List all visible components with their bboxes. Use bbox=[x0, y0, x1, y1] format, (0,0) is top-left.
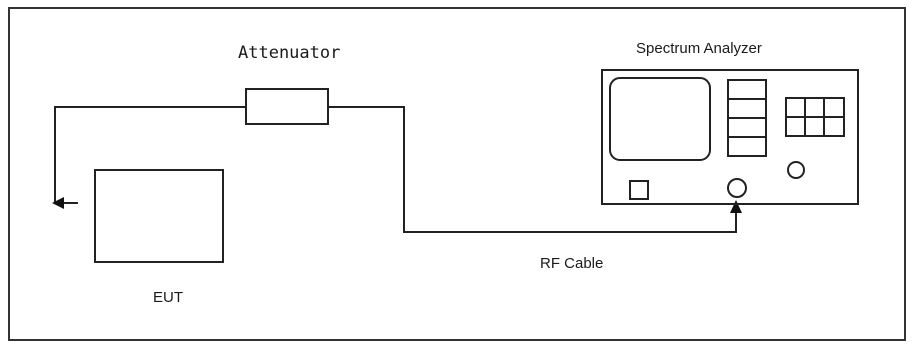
analyzer-keypad bbox=[785, 97, 845, 137]
spectrum-analyzer-label: Spectrum Analyzer bbox=[636, 40, 762, 57]
arrow-to-eut-icon bbox=[52, 197, 64, 209]
eut-label: EUT bbox=[153, 289, 183, 306]
rf-cable-line bbox=[328, 106, 737, 233]
analyzer-knob bbox=[787, 161, 805, 179]
analyzer-power-button bbox=[629, 180, 649, 200]
analyzer-chassis bbox=[601, 69, 859, 205]
analyzer-rf-input-port bbox=[727, 178, 747, 198]
cable-attenuator-to-eut bbox=[54, 106, 246, 204]
spectrum-analyzer-icon bbox=[601, 69, 859, 205]
arrow-to-analyzer-icon bbox=[730, 200, 742, 213]
attenuator-label: Attenuator bbox=[238, 43, 340, 63]
analyzer-screen bbox=[609, 77, 711, 161]
analyzer-softkeys bbox=[727, 79, 767, 157]
diagram-frame bbox=[8, 7, 906, 341]
rf-cable-label: RF Cable bbox=[540, 255, 603, 272]
eut-box bbox=[94, 169, 224, 263]
